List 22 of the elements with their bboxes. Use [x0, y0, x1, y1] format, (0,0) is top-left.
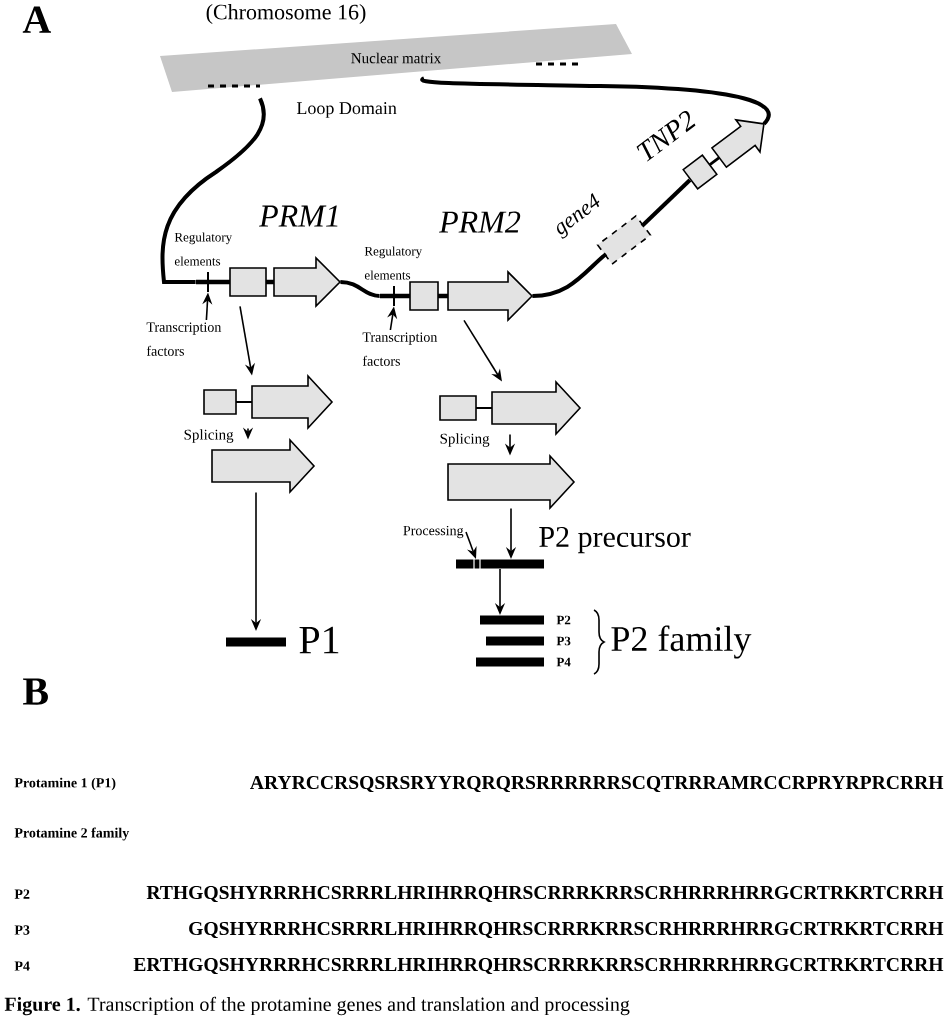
- sequence: ERTHGQSHYRRRHCSRRRLHRIHRRQHRSCRRRKRRSCRHRRRHRRGCRTRKRTCRRH: [133, 957, 944, 975]
- chromosome-label: (Chromosome 16): [206, 4, 366, 24]
- transcript-drawing: [203, 373, 334, 431]
- sequence: GQSHYRRRHCSRRRLHRIHRRQHRSCRRRKRRSCRHRRRHRRGCRTRKRTCRRH: [189, 921, 944, 939]
- dna-strand: [532, 252, 608, 298]
- node-label: PRM1: [258, 205, 338, 227]
- dna-strand: [421, 78, 771, 126]
- panel-letter: A: [22, 6, 51, 33]
- caption: Figure 1. Transcription of the protamine genes and translation and processing: [4, 996, 630, 1016]
- spliced-transcript-drawing: [447, 453, 576, 511]
- node-label: P1: [299, 626, 339, 654]
- dna-strand: [640, 178, 692, 228]
- family-label: P2 family: [611, 625, 752, 659]
- node-label: P2 precursor: [539, 526, 691, 554]
- panel-letter: B: [23, 678, 48, 705]
- sequence: RTHGQSHYRRRHCSRRRLHRIHRRQHRSCRRRKRRSCRHRRRHRRGCRTRKRTCRRH: [146, 885, 944, 903]
- dna-strand: [340, 280, 380, 298]
- node-label: PRM2: [438, 211, 521, 233]
- transcript-drawing: [439, 379, 582, 437]
- dna-strand: [160, 97, 266, 284]
- sequence: ARYRCCRSQSRSRYYRQRQRSRRRRRRSCQTRRRAMRCCRPRYRPRCRRH: [250, 775, 944, 793]
- protein-bar: P1: [226, 626, 339, 654]
